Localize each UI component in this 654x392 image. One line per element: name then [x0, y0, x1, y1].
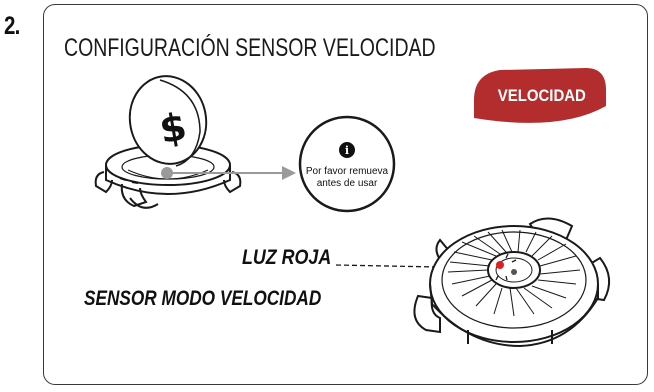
step-number: 2.	[4, 12, 20, 40]
info-icon	[339, 142, 355, 158]
arrow-head	[282, 166, 296, 180]
removal-note: Por favor remueva antes de usar	[298, 166, 396, 190]
sensor-dashes	[119, 177, 139, 184]
small-sensor-with-battery	[94, 75, 242, 209]
velocidad-badge-label: VELOCIDAD	[497, 86, 586, 105]
note-line-1: Por favor remueva	[305, 166, 389, 177]
sensor-center-dot	[511, 269, 517, 275]
speed-mode-label: SENSOR MODO VELOCIDAD	[84, 287, 322, 310]
instruction-panel	[43, 4, 648, 385]
svg-text:i: i	[345, 144, 349, 157]
red-light-label: LUZ ROJA	[242, 246, 332, 269]
note-circle	[298, 115, 396, 213]
leader-line	[335, 264, 489, 269]
velocidad-badge	[474, 68, 606, 123]
large-sensor	[413, 217, 611, 348]
red-light-indicator	[496, 261, 504, 269]
page-title: CONFIGURACIÓN SENSOR VELOCIDAD	[64, 34, 436, 62]
sensor-ribs	[447, 229, 581, 317]
note-line-2: antes de usar	[316, 178, 378, 189]
